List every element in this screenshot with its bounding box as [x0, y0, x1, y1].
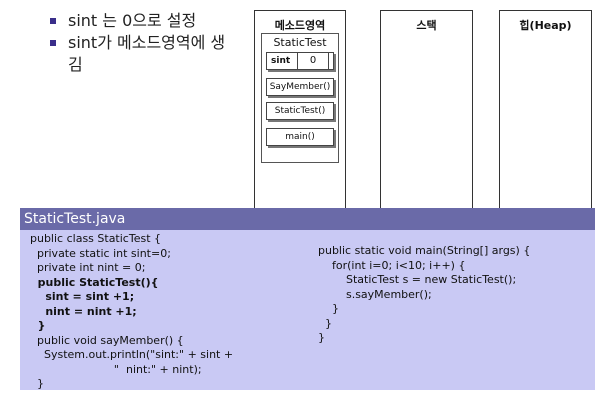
code-line: } [318, 316, 332, 330]
code-line: private static int sint=0; [30, 246, 171, 260]
member-saymember: SayMember() [266, 78, 334, 96]
code-panel: public class StaticTest { private static… [20, 230, 595, 390]
code-line: nint = nint +1; [30, 304, 137, 318]
method-area-panel: 메소드영역 StaticTest sint 0 SayMember() Stat… [254, 10, 346, 220]
code-line: System.out.println("sint:" + sint + [30, 348, 234, 361]
bullet-item: sint 는 0으로 설정 [48, 10, 238, 32]
sint-value: 0 [297, 52, 329, 70]
bullet-text: sint 는 0으로 설정 [68, 11, 197, 30]
member-main: main() [266, 128, 334, 146]
code-line: for(int i=0; i<10; i++) { [318, 258, 466, 272]
heap-panel: 힙(Heap) [499, 10, 592, 220]
class-box: StaticTest sint 0 SayMember() StaticTest… [261, 33, 339, 163]
code-line: } [30, 377, 44, 390]
sint-field: sint 0 [266, 52, 334, 70]
code-line: " nint:" + nint); [30, 362, 202, 376]
stack-title: 스택 [416, 19, 437, 32]
code-line: private int nint = 0; [30, 261, 146, 274]
code-line: } [30, 319, 46, 332]
bullet-square-icon [50, 40, 56, 46]
member-constructor: StaticTest() [266, 102, 334, 120]
code-line: } [318, 302, 339, 315]
sint-label: sint [271, 56, 291, 66]
bullet-text: sint가 메소드영역에 생김 [68, 33, 226, 74]
code-line: public static void main(String[] args) { [318, 244, 531, 257]
code-line: s.sayMember(); [318, 287, 432, 301]
method-area-title: 메소드영역 [274, 19, 326, 32]
stack-panel: 스택 [380, 10, 473, 220]
code-line: StaticTest s = new StaticTest(); [318, 273, 517, 286]
code-line: public class StaticTest { [30, 232, 162, 245]
code-right-column: public static void main(String[] args) {… [318, 244, 530, 346]
code-line: public void sayMember() { [30, 333, 184, 347]
heap-title: 힙(Heap) [519, 19, 572, 32]
code-left-column: public class StaticTest { private static… [30, 232, 233, 392]
code-line: } [318, 331, 325, 344]
code-line: public StaticTest(){ [30, 275, 159, 289]
class-name: StaticTest [273, 36, 327, 49]
code-filename: StaticTest.java [20, 208, 595, 230]
bullet-list: sint 는 0으로 설정 sint가 메소드영역에 생김 [48, 10, 238, 76]
code-line: sint = sint +1; [30, 290, 135, 303]
bullet-item: sint가 메소드영역에 생김 [48, 32, 238, 76]
bullet-square-icon [50, 18, 56, 24]
